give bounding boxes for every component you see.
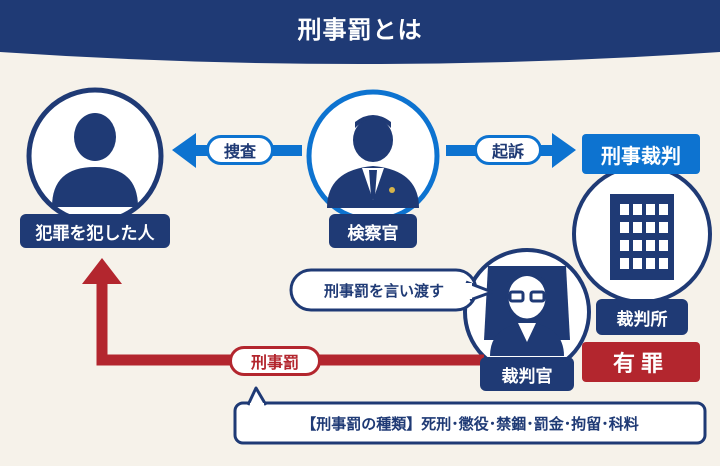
types-box-shape xyxy=(233,401,707,445)
judge-label: 裁判官 xyxy=(480,357,574,391)
page-title: 刑事罰とは xyxy=(297,16,423,44)
punishment-label: 刑事罰 xyxy=(229,346,321,376)
header-banner xyxy=(0,0,720,64)
offender-icon xyxy=(26,87,164,225)
punishment-types-text: 【刑事罰の種類】死刑･懲役･禁錮･罰金･拘留･科料 xyxy=(301,414,639,433)
judge-icon xyxy=(463,248,591,376)
trial-label: 刑事裁判 xyxy=(582,134,700,174)
prosecutor-label: 検察官 xyxy=(329,214,417,248)
court-label: 裁判所 xyxy=(596,299,688,335)
speech-bubble-text: 刑事罰を言い渡す xyxy=(323,281,444,300)
investigate-label: 捜査 xyxy=(206,135,274,165)
verdict-label: 有罪 xyxy=(582,342,700,382)
prosecutor-icon xyxy=(306,89,440,223)
indict-label: 起訴 xyxy=(474,135,542,165)
punishment-arrow xyxy=(96,282,484,366)
offender-label: 犯罪を犯した人 xyxy=(20,214,170,248)
court-building-icon xyxy=(572,164,712,304)
